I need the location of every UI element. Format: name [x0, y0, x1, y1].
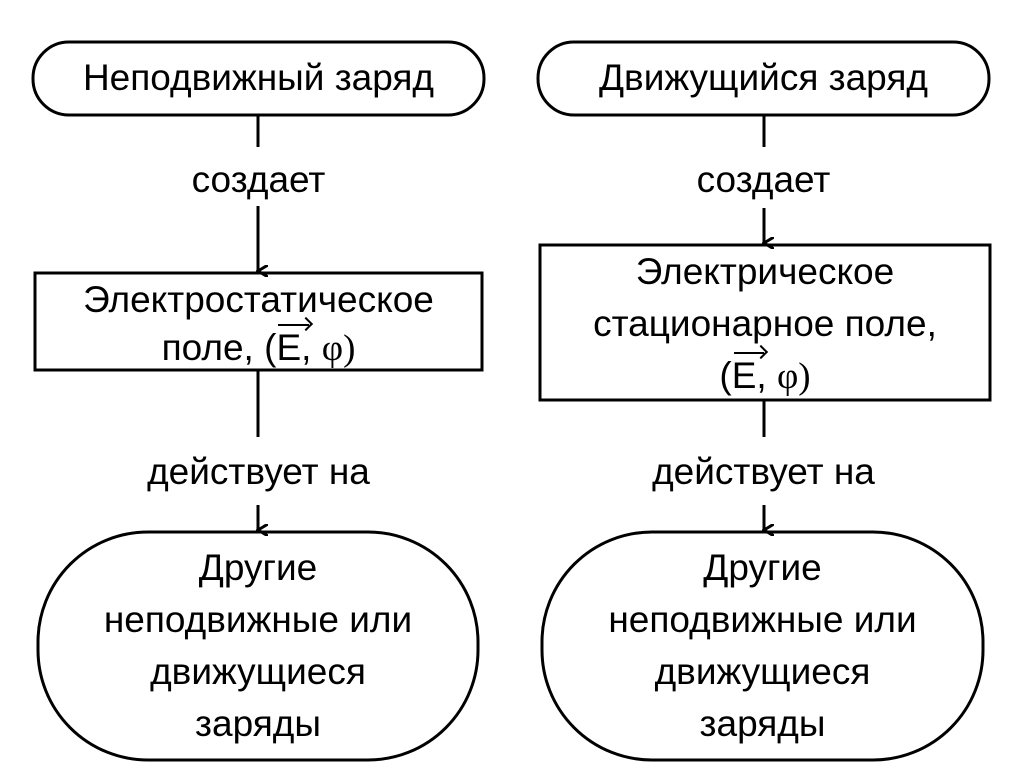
right-field-line1: Электрическое	[635, 251, 895, 292]
right-target-line: заряды	[699, 703, 826, 744]
right-target-pill	[540, 530, 985, 762]
right-target-line: движущиеся	[654, 651, 871, 692]
right-field-line2: стационарное поле,	[593, 303, 937, 344]
left-target-line: неподвижные или	[103, 599, 413, 640]
right-target-line: неподвижные или	[608, 599, 917, 640]
right-target-text: Другие неподвижные или движущиеся заряды	[542, 542, 983, 750]
right-target-line: Другие	[703, 547, 822, 588]
right-acts-on-label: действует на	[652, 451, 875, 492]
right-field-vector-e: E	[732, 350, 764, 402]
left-field-line2: поле, (E, φ)	[35, 322, 482, 375]
left-target-line: движущиеся	[150, 651, 366, 692]
left-field-close: )	[343, 328, 356, 369]
right-field-phi: φ	[776, 356, 799, 397]
left-source-label: Неподвижный заряд	[82, 57, 435, 98]
right-creates-label: создает	[696, 159, 831, 200]
left-target-pill	[36, 530, 480, 762]
right-field-line3: (E, φ)	[540, 350, 990, 403]
right-field-sep: ,	[756, 355, 777, 396]
left-target-text: Другие неподвижные или движущиеся заряды	[38, 542, 478, 750]
left-creates-label: создает	[191, 159, 326, 200]
right-source-label: Движущийся заряд	[599, 57, 928, 98]
left-target-line: заряды	[195, 703, 321, 744]
left-acts-on-label: действует на	[147, 451, 370, 492]
left-field-prefix: поле, (	[161, 327, 277, 368]
left-target-line: Другие	[198, 547, 318, 588]
right-field-prefix: (	[719, 355, 732, 396]
right-field-close: )	[798, 356, 811, 397]
left-field-sep: ,	[301, 327, 322, 368]
left-field-vector-e: E	[276, 322, 309, 374]
left-field-phi: φ	[321, 328, 344, 369]
left-field-line1: Электростатическое	[83, 279, 434, 320]
